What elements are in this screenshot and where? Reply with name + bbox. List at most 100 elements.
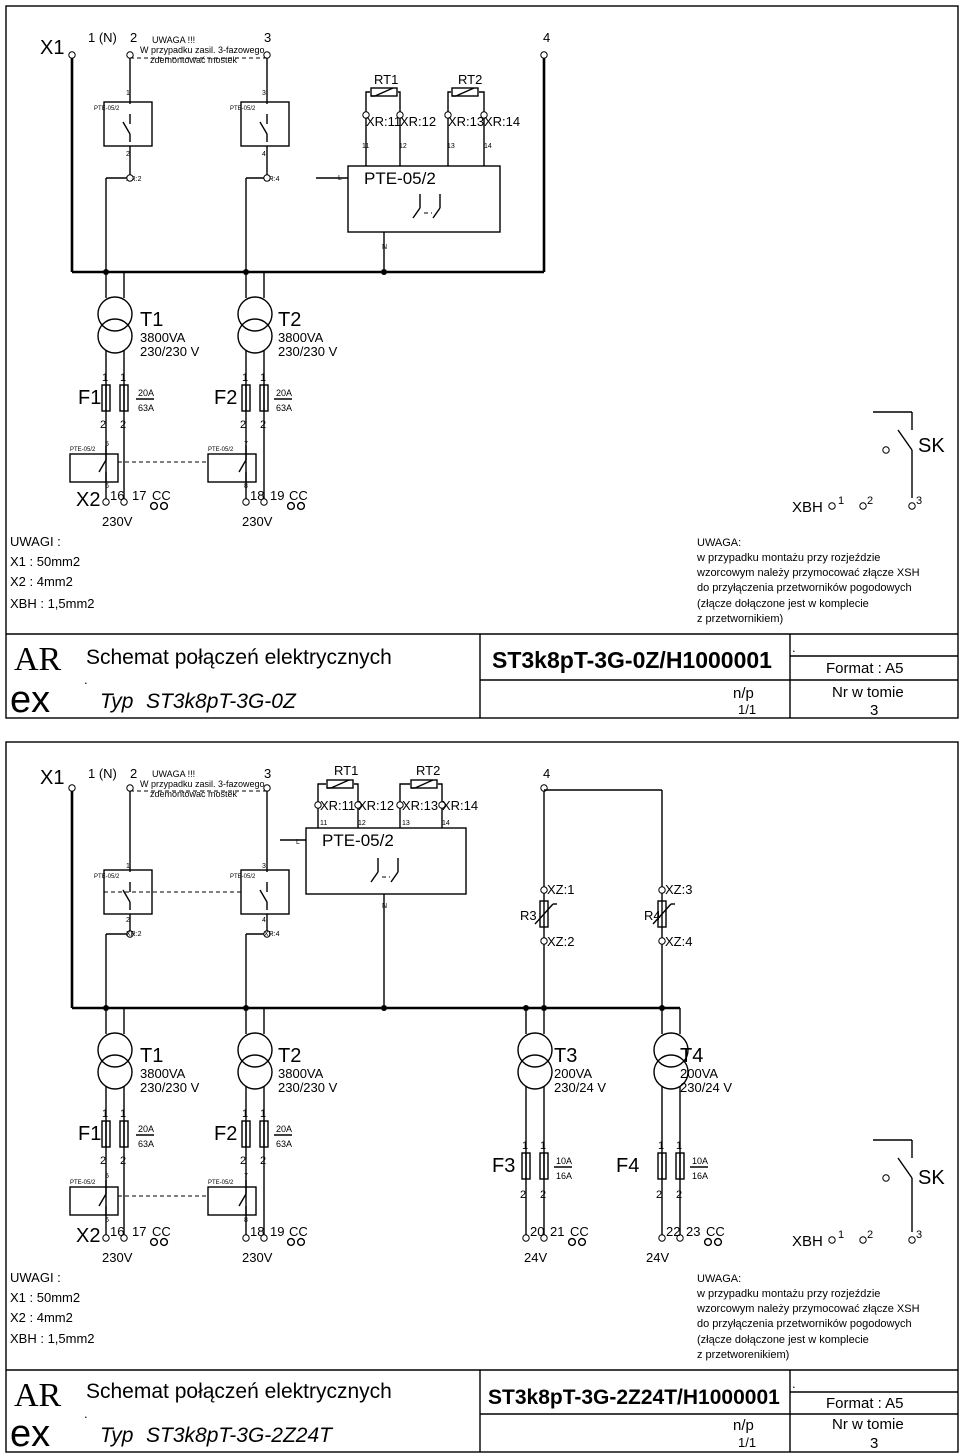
svg-text:1: 1	[102, 1108, 108, 1120]
sheet-2: X1 1 (N) 2 UWAGA !!! W przypadku zasil. …	[5, 741, 959, 1454]
pte-module-label: PTE-05/2	[364, 169, 436, 188]
svg-text:z przetworenikiem): z przetworenikiem)	[697, 1349, 789, 1361]
svg-text:2: 2	[120, 419, 126, 431]
svg-text:1: 1	[126, 90, 130, 97]
svg-text:2: 2	[260, 419, 266, 431]
svg-text:3: 3	[870, 1435, 878, 1452]
svg-text:13: 13	[402, 820, 410, 827]
svg-text:3: 3	[262, 90, 266, 97]
svg-text:n/p: n/p	[733, 685, 754, 702]
svg-text:3: 3	[916, 1229, 922, 1241]
svg-text:XZ:2: XZ:2	[547, 934, 574, 949]
svg-text:CC: CC	[152, 1224, 171, 1239]
svg-text:CC: CC	[570, 1224, 589, 1239]
svg-text:16: 16	[110, 488, 124, 503]
svg-text:PTE-05/2: PTE-05/2	[94, 874, 120, 880]
svg-text:X2 : 4mm2: X2 : 4mm2	[10, 574, 73, 589]
svg-text:2: 2	[656, 1189, 662, 1201]
svg-text:XR:13: XR:13	[448, 114, 484, 129]
svg-text:23: 23	[686, 1224, 700, 1239]
svg-text:RT2: RT2	[416, 763, 440, 778]
xbh-label: XBH	[792, 499, 823, 516]
format-label: Format : A5	[826, 660, 904, 677]
svg-text:18: 18	[250, 1224, 264, 1239]
svg-text:1: 1	[522, 1140, 528, 1152]
svg-text:230/24 V: 230/24 V	[680, 1080, 732, 1095]
t1-name: T1	[140, 309, 163, 331]
svg-text:3: 3	[870, 702, 878, 719]
pte-module-1	[347, 165, 501, 233]
svg-text:1: 1	[242, 1108, 248, 1120]
svg-text:230/230 V: 230/230 V	[278, 344, 338, 359]
svg-text:1: 1	[658, 1140, 664, 1152]
svg-text:2: 2	[100, 419, 106, 431]
svg-text:XR:12: XR:12	[358, 798, 394, 813]
svg-text:XBH: XBH	[792, 1233, 823, 1250]
svg-text:20: 20	[530, 1224, 544, 1239]
svg-text:F4: F4	[616, 1155, 639, 1177]
svg-text:63A: 63A	[138, 403, 154, 413]
svg-text:16A: 16A	[692, 1171, 708, 1181]
svg-text:6: 6	[105, 483, 109, 490]
svg-text:ST3k8pT-3G-2Z24T: ST3k8pT-3G-2Z24T	[146, 1424, 334, 1447]
svg-text:230V: 230V	[242, 1250, 273, 1265]
svg-text:230/230 V: 230/230 V	[140, 344, 200, 359]
svg-text:XBH : 1,5mm2: XBH : 1,5mm2	[10, 1331, 95, 1346]
svg-text:UWAGI :: UWAGI :	[10, 1270, 61, 1285]
svg-text:230/24 V: 230/24 V	[554, 1080, 606, 1095]
sheet-1: X1 1 (N) 2 UWAGA !!! W przypadku zasil. …	[5, 5, 959, 721]
sheet-title: Schemat połączeń elektrycznych	[86, 646, 392, 669]
svg-text:19: 19	[270, 1224, 284, 1239]
svg-text:19: 19	[270, 488, 284, 503]
svg-text:XR:11: XR:11	[320, 798, 355, 813]
svg-text:Format : A5: Format : A5	[826, 1395, 904, 1412]
svg-text:Schemat połączeń elektrycznych: Schemat połączeń elektrycznych	[86, 1380, 392, 1403]
svg-text:4: 4	[543, 766, 550, 781]
svg-text:1: 1	[260, 1108, 266, 1120]
svg-text:UWAGA:: UWAGA:	[697, 537, 741, 549]
svg-text:230/230 V: 230/230 V	[140, 1080, 200, 1095]
svg-text:AR: AR	[14, 1377, 62, 1414]
svg-text:3800VA: 3800VA	[140, 330, 186, 345]
svg-text:n/p: n/p	[733, 1417, 754, 1434]
svg-text:2: 2	[520, 1189, 526, 1201]
svg-text:2: 2	[130, 766, 137, 781]
rt2-label: RT2	[458, 72, 482, 87]
svg-text:Nr w tomie: Nr w tomie	[832, 1416, 904, 1433]
svg-text:1: 1	[120, 372, 126, 384]
svg-text:XR:2: XR:2	[126, 931, 142, 938]
svg-text:ST3k8pT-3G-2Z24T/H1000001: ST3k8pT-3G-2Z24T/H1000001	[488, 1386, 780, 1409]
sk-label: SK	[918, 435, 945, 457]
svg-text:CC: CC	[289, 488, 308, 503]
svg-text:PTE-05/2: PTE-05/2	[208, 447, 234, 453]
svg-text:.: .	[792, 640, 796, 655]
drawing-code: ST3k8pT-3G-0Z/H1000001	[492, 647, 772, 673]
svg-text:do przyłączenia przetworników: do przyłączenia przetworników pogodowych	[697, 1318, 912, 1330]
svg-text:10A: 10A	[556, 1156, 572, 1166]
svg-text:5: 5	[105, 1173, 109, 1180]
svg-text:8: 8	[244, 483, 248, 490]
svg-text:20A: 20A	[138, 388, 154, 398]
terminal-4: 4	[543, 30, 550, 45]
svg-text:1: 1	[102, 372, 108, 384]
svg-text:2: 2	[867, 1229, 873, 1241]
svg-text:R3: R3	[520, 908, 537, 923]
svg-text:20A: 20A	[276, 388, 292, 398]
svg-text:T1: T1	[140, 1045, 163, 1067]
svg-text:230/230 V: 230/230 V	[278, 1080, 338, 1095]
svg-text:14: 14	[442, 820, 450, 827]
svg-text:XBH : 1,5mm2: XBH : 1,5mm2	[10, 596, 95, 611]
svg-text:XR:11: XR:11	[366, 114, 401, 129]
svg-text:3800VA: 3800VA	[140, 1066, 186, 1081]
svg-text:24V: 24V	[524, 1250, 547, 1265]
svg-text:1/1: 1/1	[738, 702, 756, 717]
logo-ex: ex	[10, 679, 50, 721]
svg-text:XZ:1: XZ:1	[547, 882, 574, 897]
svg-text:200VA: 200VA	[554, 1066, 592, 1081]
svg-text:CC: CC	[706, 1224, 725, 1239]
svg-text:200VA: 200VA	[680, 1066, 718, 1081]
svg-text:F2: F2	[214, 1123, 237, 1145]
svg-text:wzorcowym należy przymocować z: wzorcowym należy przymocować złącze XSH	[696, 567, 920, 579]
svg-text:20A: 20A	[138, 1124, 154, 1134]
